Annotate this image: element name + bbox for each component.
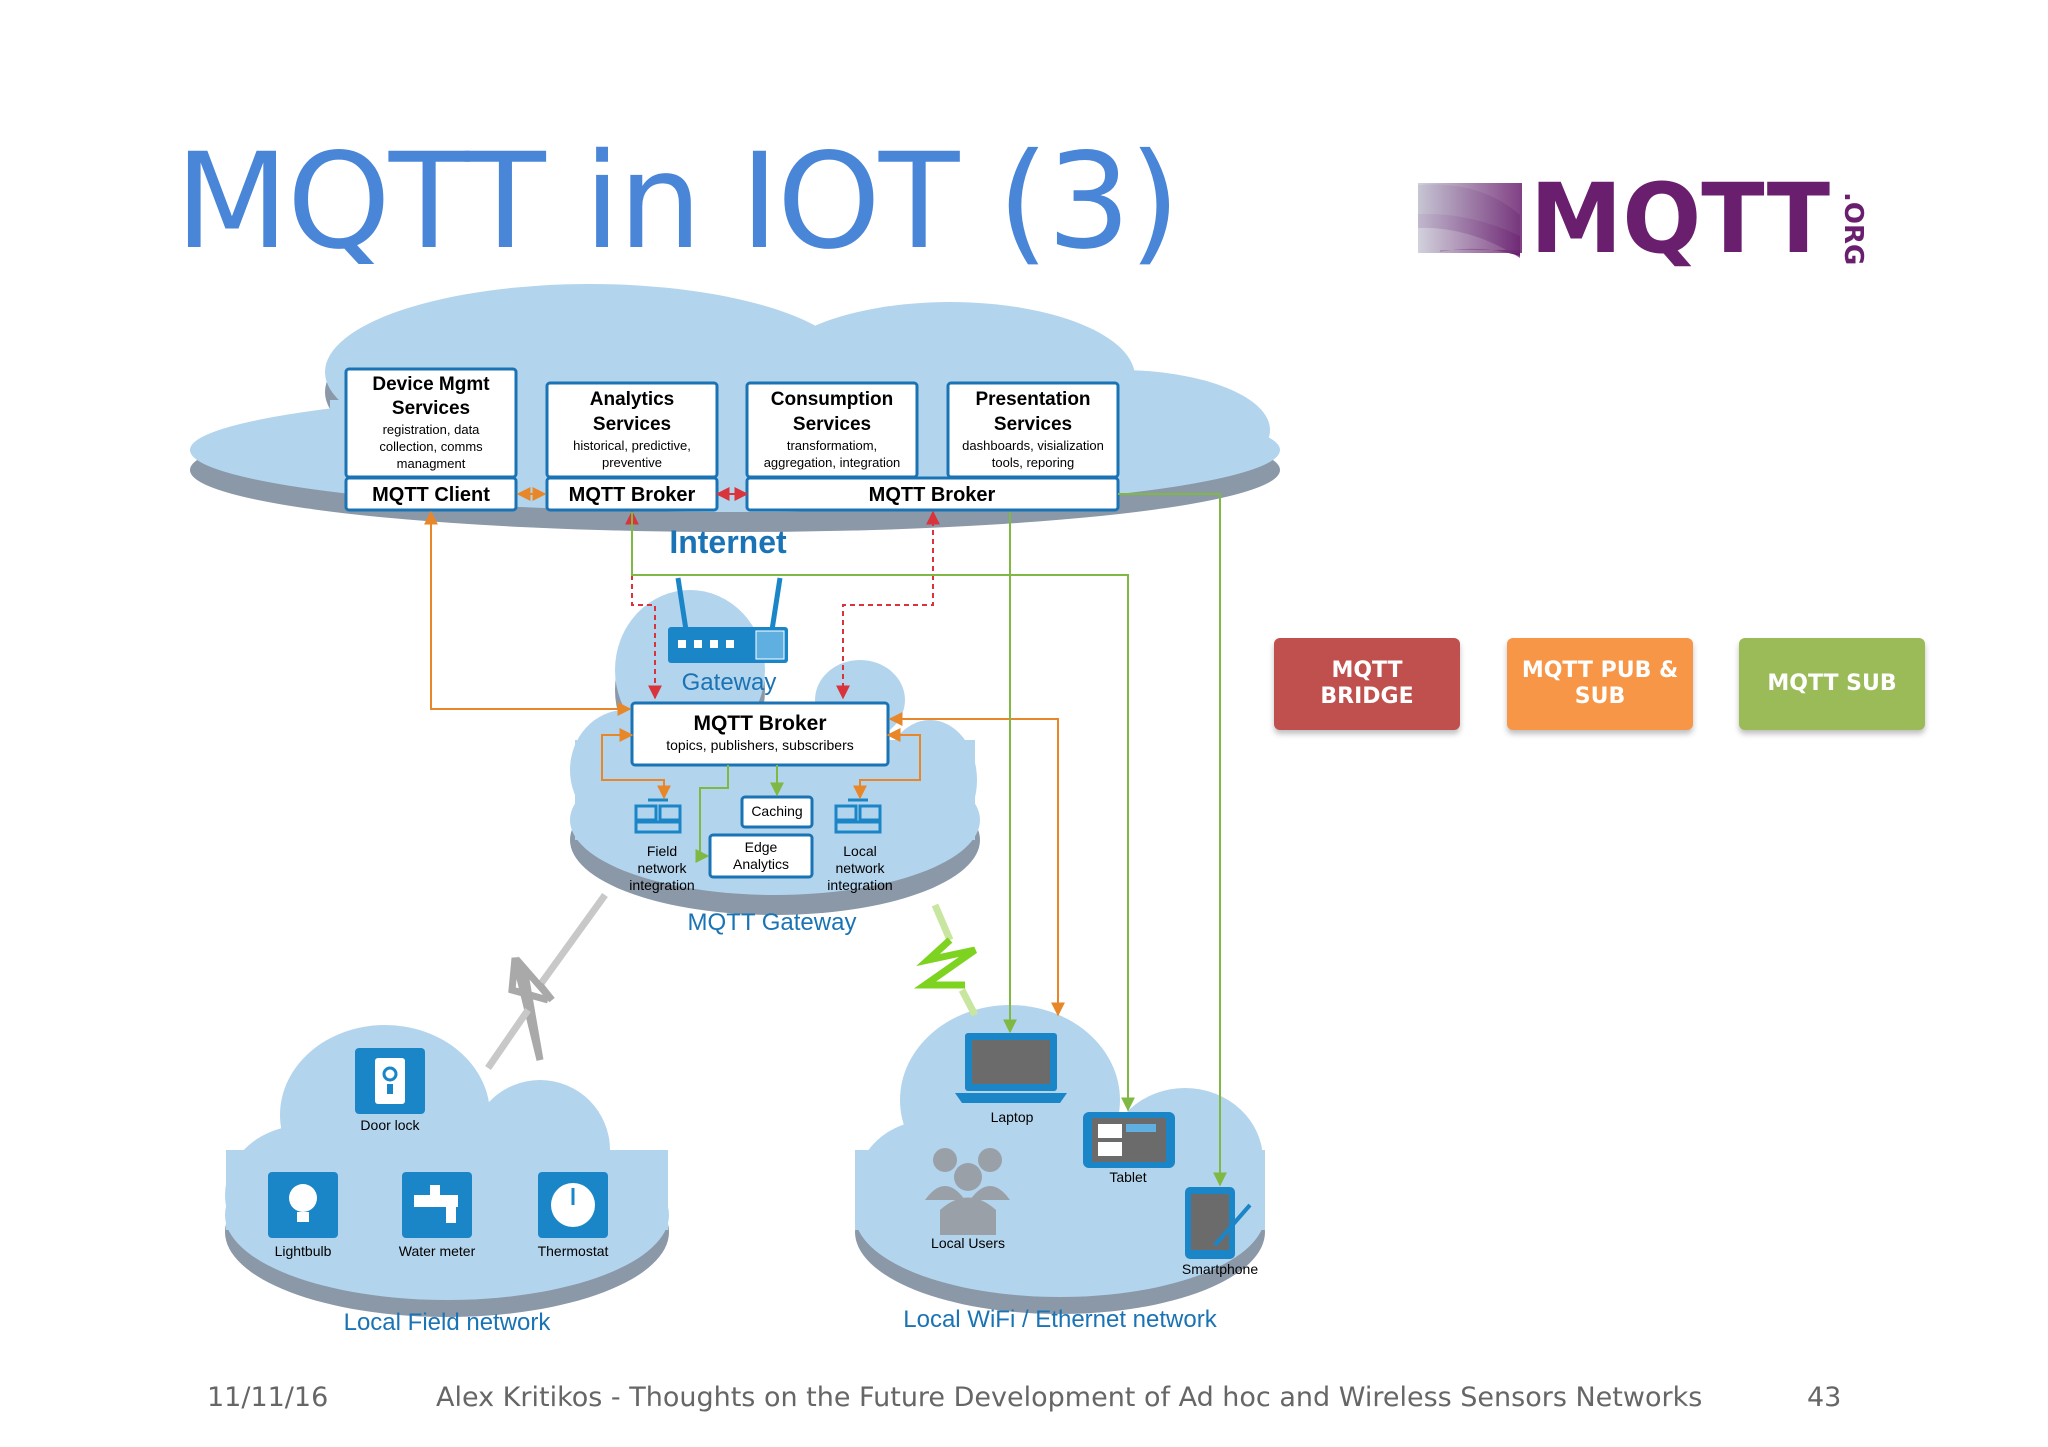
service-title: Services bbox=[392, 398, 470, 419]
service-desc: dashboards, visialization bbox=[962, 438, 1104, 453]
service-title: Services bbox=[793, 414, 871, 435]
integration-label: integration bbox=[629, 877, 694, 893]
integration-label: Local bbox=[843, 843, 876, 859]
cloud-mqtt-broker-1: MQTT Broker bbox=[545, 476, 719, 512]
integration-label: Field bbox=[647, 843, 677, 859]
sub-connections bbox=[631, 493, 1227, 1187]
service-desc: managment bbox=[397, 456, 466, 471]
wireless-link-wifi bbox=[913, 903, 979, 1017]
gateway-mqtt-broker: MQTT Broker topics, publishers, subscrib… bbox=[630, 701, 890, 767]
service-title: Services bbox=[593, 414, 671, 435]
caching-box: Caching bbox=[740, 795, 814, 829]
service-desc: aggregation, integration bbox=[764, 455, 901, 470]
edge-label: Edge bbox=[745, 839, 778, 855]
legend-mqtt-bridge: MQTT BRIDGE bbox=[1274, 638, 1460, 730]
field-network-cloud bbox=[225, 1025, 669, 1317]
laptop-icon bbox=[955, 1033, 1067, 1103]
service-device-mgmt: Device Mgmt Services registration, data … bbox=[344, 367, 518, 479]
device-label: Local Users bbox=[931, 1235, 1005, 1251]
mqtt-broker-label: MQTT Broker bbox=[569, 484, 696, 506]
cloud-mqtt-broker-2: MQTT Broker bbox=[745, 476, 1120, 512]
edge-analytics-box: Edge Analytics bbox=[708, 833, 814, 879]
mqtt-org-logo: MQTT .ORG bbox=[1418, 163, 1868, 275]
device-label: Tablet bbox=[1109, 1169, 1146, 1185]
service-desc: preventive bbox=[602, 455, 662, 470]
field-network-integration: Field network integration bbox=[629, 798, 695, 893]
device-label: Thermostat bbox=[538, 1243, 609, 1259]
service-desc: transformatiom, bbox=[787, 438, 877, 453]
broker-title: MQTT Broker bbox=[693, 712, 826, 735]
wifi-network-label: Local WiFi / Ethernet network bbox=[903, 1306, 1217, 1333]
lightbulb-icon bbox=[268, 1172, 338, 1238]
service-presentation: Presentation Services dashboards, visial… bbox=[946, 381, 1120, 479]
service-desc: tools, reporing bbox=[992, 455, 1074, 470]
smartphone-icon bbox=[1185, 1187, 1252, 1259]
service-title: Presentation bbox=[975, 389, 1090, 410]
device-label: Smartphone bbox=[1182, 1261, 1258, 1277]
service-desc: registration, data bbox=[383, 422, 481, 437]
wireless-link-field bbox=[485, 892, 608, 1070]
internet-label: Internet bbox=[669, 524, 787, 560]
footer-date: 11/11/16 bbox=[207, 1382, 329, 1413]
service-title: Consumption bbox=[771, 389, 893, 410]
device-label: Lightbulb bbox=[275, 1243, 332, 1259]
service-desc: historical, predictive, bbox=[573, 438, 691, 453]
service-desc: collection, comms bbox=[379, 439, 483, 454]
tablet-icon bbox=[1083, 1112, 1175, 1168]
device-label: Door lock bbox=[360, 1117, 420, 1133]
device-label: Water meter bbox=[399, 1243, 476, 1259]
logo-text: MQTT bbox=[1530, 163, 1830, 275]
water-meter-icon bbox=[402, 1172, 472, 1238]
legend-mqtt-sub: MQTT SUB bbox=[1739, 638, 1925, 730]
gateway-label: Gateway bbox=[682, 669, 777, 696]
caching-label: Caching bbox=[751, 803, 802, 819]
footer-title: Alex Kritikos - Thoughts on the Future D… bbox=[436, 1382, 1703, 1413]
slide-title: MQTT in IOT (3) bbox=[175, 125, 1180, 279]
integration-label: network bbox=[637, 860, 687, 876]
broker-subtitle: topics, publishers, subscribers bbox=[666, 737, 854, 753]
service-title: Services bbox=[994, 414, 1072, 435]
network-icon bbox=[634, 798, 682, 834]
service-title: Device Mgmt bbox=[372, 374, 490, 395]
thermostat-icon bbox=[538, 1172, 608, 1238]
service-title: Analytics bbox=[590, 389, 674, 410]
users-icon bbox=[925, 1148, 1010, 1235]
service-consumption: Consumption Services transformatiom, agg… bbox=[745, 381, 919, 479]
door-lock-icon bbox=[355, 1048, 425, 1114]
field-network-label: Local Field network bbox=[344, 1309, 552, 1336]
logo-suffix: .ORG bbox=[1838, 192, 1868, 265]
integration-label: network bbox=[835, 860, 885, 876]
local-network-integration: Local network integration bbox=[827, 798, 893, 893]
network-icon bbox=[834, 798, 882, 834]
edge-label: Analytics bbox=[733, 856, 789, 872]
device-label: Laptop bbox=[991, 1109, 1034, 1125]
pubsub-connections bbox=[424, 487, 1065, 1017]
integration-label: integration bbox=[827, 877, 892, 893]
mqtt-broker-label: MQTT Broker bbox=[869, 484, 996, 506]
mqtt-gateway-label: MQTT Gateway bbox=[688, 909, 857, 936]
service-analytics: Analytics Services historical, predictiv… bbox=[545, 381, 719, 479]
router-icon bbox=[668, 577, 788, 663]
mqtt-client-label: MQTT Client bbox=[372, 484, 490, 506]
cloud-mqtt-client: MQTT Client bbox=[344, 476, 518, 512]
footer-page-number: 43 bbox=[1807, 1382, 1842, 1413]
legend-mqtt-pub-sub: MQTT PUB & SUB bbox=[1507, 638, 1693, 730]
